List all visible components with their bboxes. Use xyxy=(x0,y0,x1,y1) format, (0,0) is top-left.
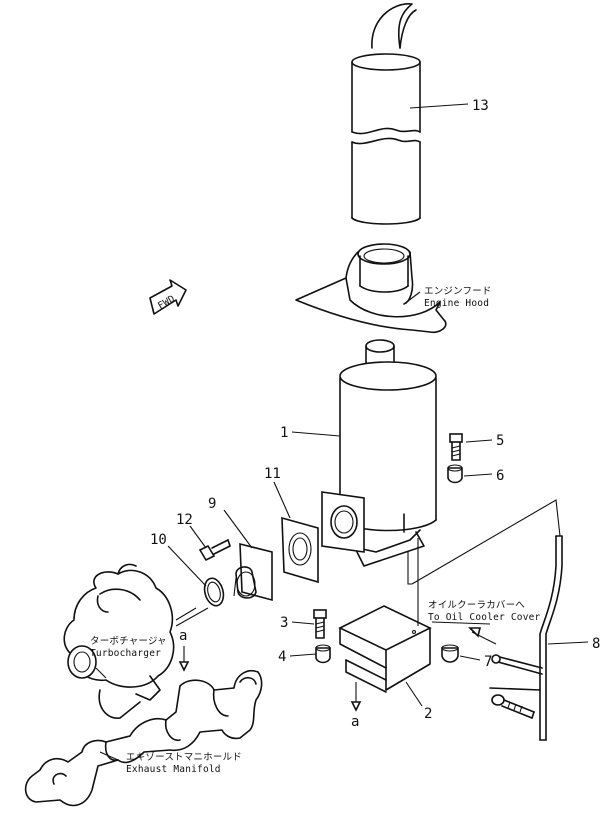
bracket-2 xyxy=(338,605,432,693)
turbocharger-label-en: Turbocharger xyxy=(90,648,161,659)
callout-13: 13 xyxy=(472,98,489,114)
fwd-label: FWD xyxy=(156,293,177,311)
callout-11: 11 xyxy=(264,466,281,482)
callouts: 13 1 5 6 11 9 12 10 3 4 7 8 2 xyxy=(150,98,600,722)
engine-hood-label-jp: エンジンフード xyxy=(424,286,492,297)
reference-a-top: a xyxy=(179,628,187,644)
engine-hood-label-en: Engine Hood xyxy=(424,298,489,309)
callout-5: 5 xyxy=(496,433,504,449)
engine-hood xyxy=(295,243,447,334)
flange-adapter-9 xyxy=(235,542,273,602)
text-labels: エンジンフード Engine Hood オイルクーラカバーへ To Oil Co… xyxy=(90,286,541,775)
exhaust-manifold-label-en: Exhaust Manifold xyxy=(126,764,221,775)
callout-8: 8 xyxy=(592,636,600,652)
bolt-5 xyxy=(449,433,463,461)
exhaust-manifold xyxy=(24,670,263,807)
callout-4: 4 xyxy=(278,649,286,665)
bolt-3 xyxy=(313,609,327,639)
callout-6: 6 xyxy=(496,468,504,484)
nut-7 xyxy=(441,644,459,663)
nut-4 xyxy=(315,644,331,664)
muffler xyxy=(321,339,437,567)
callout-1: 1 xyxy=(280,425,288,441)
fwd-arrow: FWD xyxy=(149,279,187,315)
callout-12: 12 xyxy=(176,512,193,528)
gasket-11 xyxy=(281,516,319,584)
exhaust-manifold-label-jp: エキゾーストマニホールド xyxy=(126,752,242,763)
rod-8 xyxy=(489,535,563,741)
turbocharger-label-jp: ターボチャージャ xyxy=(90,636,167,647)
bolt-12 xyxy=(198,539,231,562)
leader-lines xyxy=(95,103,589,761)
oil-cooler-label-jp: オイルクーラカバーへ xyxy=(428,600,525,611)
callout-3: 3 xyxy=(280,615,288,631)
callout-10: 10 xyxy=(150,532,167,548)
oil-cooler-label-en: To Oil Cooler Cover xyxy=(428,612,541,623)
reference-a-bottom: a xyxy=(351,714,359,730)
washer-6 xyxy=(447,464,463,484)
bolt-lower-right xyxy=(491,694,535,719)
exhaust-stack xyxy=(351,3,421,225)
callout-2: 2 xyxy=(424,706,432,722)
callout-9: 9 xyxy=(208,496,216,512)
seal-ring-10 xyxy=(203,577,225,607)
callout-7: 7 xyxy=(484,654,492,670)
turbocharger xyxy=(63,563,197,719)
